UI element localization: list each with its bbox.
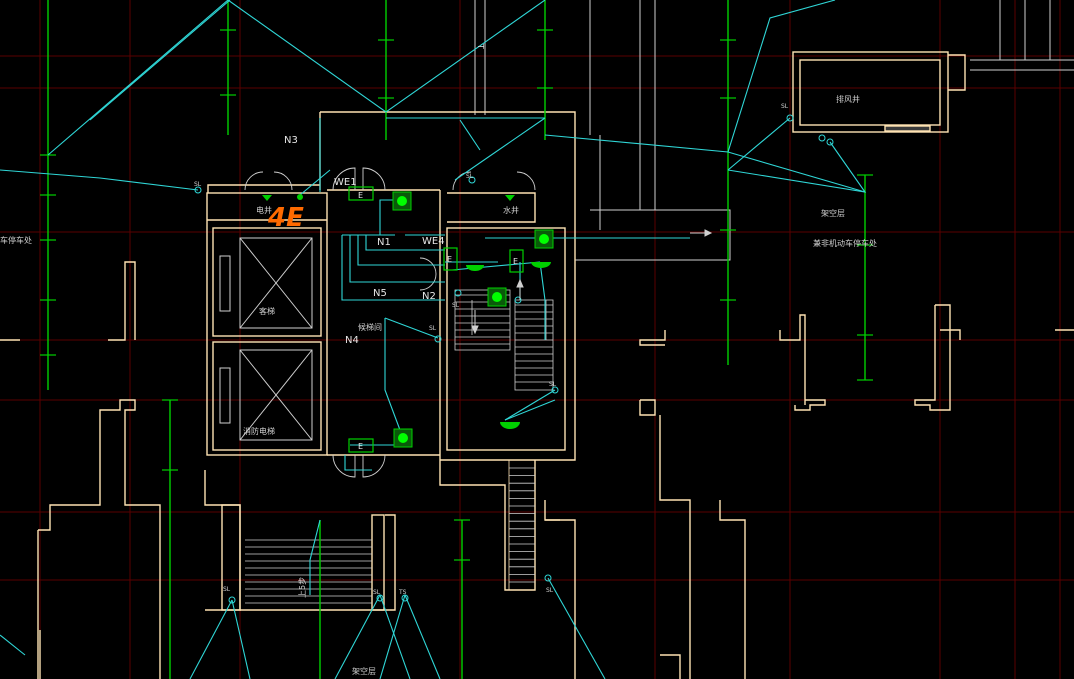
label-exhaust-shaft: 排风井 xyxy=(836,94,860,104)
box-e-1: E xyxy=(358,191,363,200)
label-ts: TS xyxy=(398,589,407,596)
label-sl-1: SL xyxy=(194,181,202,188)
label-sl-4: SL xyxy=(549,381,557,388)
ceiling-lamp-icon xyxy=(262,194,551,429)
label-n3: N3 xyxy=(284,135,298,146)
label-overhead-right: 架空层 xyxy=(821,208,845,218)
emergency-light-icon xyxy=(392,191,554,448)
label-n5: N5 xyxy=(373,288,387,299)
label-sl-3: SL xyxy=(452,302,460,309)
box-e-2: E xyxy=(447,255,452,264)
label-we4: WE4 xyxy=(422,236,445,247)
label-sl-6: SL xyxy=(373,589,381,596)
box-e-4: E xyxy=(358,442,363,451)
label-n1: N1 xyxy=(377,237,391,248)
label-ramp-down: 上5步 xyxy=(298,577,307,598)
label-sl-9: SL xyxy=(466,173,474,180)
label-fire-elevator: 消防电梯 xyxy=(243,426,275,436)
axis-markers xyxy=(40,0,873,679)
doors xyxy=(244,167,536,478)
label-water-shaft: 水井 xyxy=(503,205,519,215)
handwritten-annotation: 4E xyxy=(267,203,304,233)
label-n2: N2 xyxy=(422,291,436,302)
label-t-marker: T xyxy=(476,43,485,49)
label-sl-2: SL xyxy=(429,325,437,332)
label-elec-shaft: 电井 xyxy=(256,205,272,215)
label-bike-parking-left: 车停车处 xyxy=(0,235,32,245)
label-bike-parking-right: 兼非机动车停车处 xyxy=(813,238,877,248)
elevator-car-icon xyxy=(219,237,313,329)
label-front-room: 候梯间 xyxy=(358,322,382,332)
label-sl-7: SL xyxy=(546,587,554,594)
switch-icon xyxy=(194,114,834,604)
box-e-3: E xyxy=(513,257,518,266)
label-sl-5: SL xyxy=(223,586,231,593)
label-overhead-bottom: 架空层 xyxy=(352,666,376,676)
exit-sign-icon xyxy=(348,186,524,453)
wiring xyxy=(0,0,867,679)
label-n4: N4 xyxy=(345,335,359,346)
fire-elevator-car-icon xyxy=(219,349,313,441)
label-we1: WE1 xyxy=(334,177,357,188)
label-sl-8: SL xyxy=(781,103,789,110)
direction-arrow xyxy=(471,229,713,335)
handwritten-mark-text: 4E xyxy=(267,203,304,233)
label-passenger-elevator: 客梯 xyxy=(259,306,275,316)
